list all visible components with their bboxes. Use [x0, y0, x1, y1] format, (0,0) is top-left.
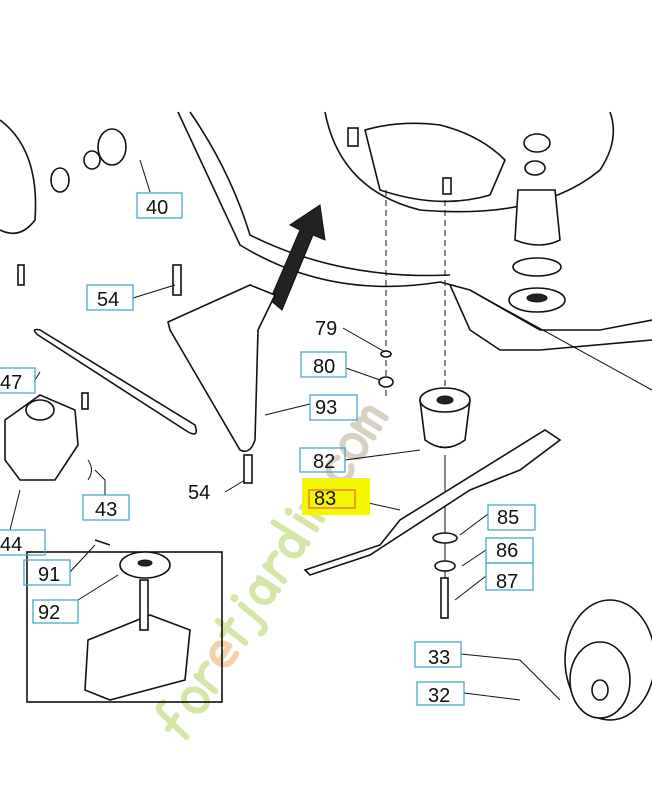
- part-label-79: 79: [315, 318, 337, 340]
- bracket: [167, 284, 277, 453]
- part-label-40: 40: [146, 197, 168, 219]
- part-label-47: 47: [0, 372, 22, 394]
- part-label-33: 33: [428, 647, 450, 669]
- part-label-82: 82: [313, 451, 335, 473]
- drive-belt: [33, 328, 198, 435]
- part-label-92: 92: [38, 602, 60, 624]
- label-boxes: [0, 192, 536, 706]
- wheel: [564, 599, 652, 721]
- washer-86: [434, 560, 456, 572]
- part-label-83: 83: [314, 488, 336, 510]
- part-label-80: 80: [313, 356, 335, 378]
- mower-deck: [177, 111, 652, 400]
- bolt-54-top: [172, 264, 182, 296]
- part-label-32: 32: [428, 685, 450, 707]
- part-label-85: 85: [497, 507, 519, 529]
- part-label-93: 93: [315, 397, 337, 419]
- blade-83: [303, 429, 562, 576]
- part-label-54-lower: 54: [188, 482, 210, 504]
- spindle-82: [419, 387, 471, 449]
- inset-frame: [26, 551, 223, 703]
- pulley-gear-40: [0, 119, 127, 286]
- part-label-44: 44: [0, 534, 22, 556]
- inset-gearbox: [84, 539, 191, 701]
- bolt-54-bottom: [243, 454, 253, 484]
- part-label-86: 86: [496, 540, 518, 562]
- watermark-logo: [155, 405, 389, 740]
- washer-85: [432, 532, 458, 544]
- nut-80: [378, 376, 394, 388]
- direction-arrow-icon: [269, 204, 326, 311]
- gearbox-44: [4, 392, 92, 481]
- bolt-87: [440, 577, 449, 619]
- part-label-54: 54: [97, 289, 119, 311]
- highlight-83: [302, 478, 370, 515]
- part-label-87: 87: [496, 571, 518, 593]
- height-knob-assembly: [508, 133, 566, 313]
- part-label-91: 91: [38, 564, 60, 586]
- leader-lines: [9, 159, 561, 701]
- washer-79: [380, 350, 392, 358]
- part-label-43: 43: [95, 499, 117, 521]
